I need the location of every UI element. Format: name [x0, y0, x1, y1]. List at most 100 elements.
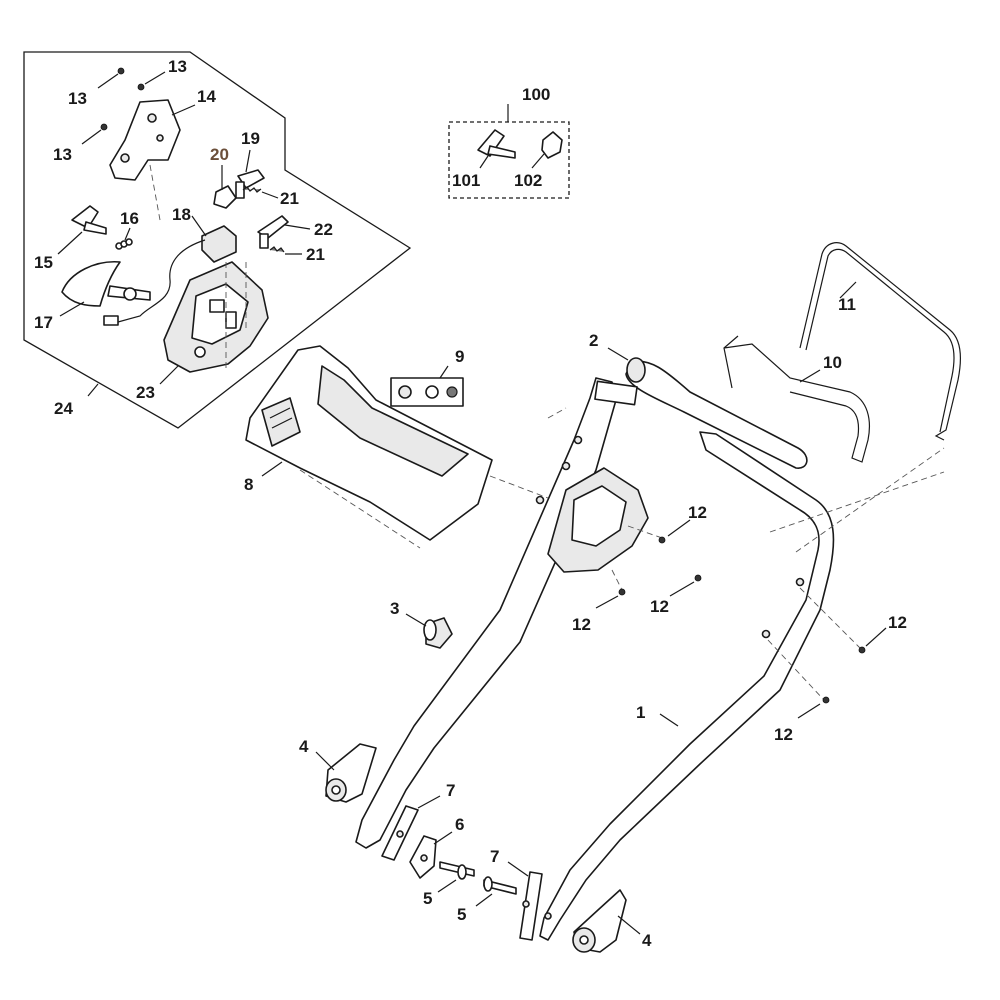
- leader-12b: [595, 595, 619, 609]
- callout-13c: 13: [53, 145, 72, 164]
- callout-22: 22: [314, 220, 333, 239]
- callout-14: 14: [197, 87, 216, 106]
- group-frame-24: [23, 51, 412, 429]
- part-102-icon: [531, 131, 563, 169]
- plate-7-icon: [381, 805, 419, 861]
- dash-line: [769, 471, 945, 533]
- callout-21b: 21: [306, 245, 325, 264]
- leader-7a: [417, 795, 441, 809]
- spring-icon: [242, 186, 285, 253]
- callout-18: 18: [172, 205, 191, 224]
- callout-12d: 12: [888, 613, 907, 632]
- screw-icon: [618, 536, 866, 704]
- callout-8: 8: [244, 475, 253, 494]
- leader-5b: [475, 893, 493, 907]
- part-101-icon: [477, 129, 516, 169]
- dash-line: [627, 525, 663, 539]
- callout-102: 102: [514, 171, 542, 190]
- callout-100: 100: [522, 85, 550, 104]
- callout-3: 3: [390, 599, 399, 618]
- callout-12e: 12: [774, 725, 793, 744]
- leader-18: [191, 215, 207, 237]
- callout-9: 9: [455, 347, 464, 366]
- bolt-icon: [483, 876, 517, 895]
- lower-handle-icon: [355, 377, 835, 941]
- callout-4b: 4: [642, 931, 652, 950]
- leader-4b: [617, 915, 641, 935]
- callout-16: 16: [120, 209, 139, 228]
- callout-2: 2: [589, 331, 598, 350]
- dash-line: [149, 164, 161, 221]
- part-17-icon: [61, 261, 151, 307]
- part-22-icon: [257, 215, 289, 249]
- leader-17: [59, 301, 85, 317]
- callout-5a: 5: [423, 889, 432, 908]
- callout-12b: 12: [572, 615, 591, 634]
- callout-12c: 12: [650, 597, 669, 616]
- callout-13b: 13: [168, 57, 187, 76]
- dash-line: [299, 469, 421, 549]
- leader-8: [261, 461, 283, 477]
- leader-13b: [144, 71, 166, 85]
- leader-22: [284, 224, 311, 230]
- drive-lever-icon: [572, 889, 627, 953]
- part-15-icon: [71, 205, 107, 235]
- switch-18-icon: [103, 225, 237, 326]
- part-3-icon: [423, 617, 453, 649]
- callout-20: 20: [210, 145, 229, 164]
- leader-2: [607, 347, 629, 361]
- callout-11: 11: [838, 295, 856, 314]
- leader-21a: [261, 191, 279, 199]
- leader-11: [839, 281, 857, 299]
- leader-23: [159, 365, 179, 385]
- callout-15: 15: [34, 253, 53, 272]
- bracket-14-icon: [109, 99, 181, 181]
- dash-line: [489, 475, 549, 499]
- callout-6: 6: [455, 815, 464, 834]
- dash-line: [795, 447, 945, 553]
- brake-bar-icon: [723, 335, 871, 463]
- callout-7a: 7: [446, 781, 455, 800]
- callout-1: 1: [636, 703, 645, 722]
- part-19-icon: [235, 169, 265, 199]
- kit-frame-100: [448, 121, 570, 199]
- callout-17: 17: [34, 313, 53, 332]
- dash-line: [547, 407, 567, 419]
- leader-13a: [97, 73, 119, 89]
- leader-14: [171, 104, 196, 116]
- leader-3: [405, 613, 427, 627]
- callout-12a: 12: [688, 503, 707, 522]
- grip-icon: [625, 357, 808, 469]
- control-box-icon: [163, 261, 269, 373]
- callout-7b: 7: [490, 847, 499, 866]
- control-box-icon: [547, 467, 649, 573]
- leader-10: [799, 369, 821, 383]
- screw-icon: [100, 67, 145, 131]
- drive-lever-icon: [325, 743, 377, 803]
- leader-24: [87, 383, 99, 397]
- callout-101: 101: [452, 171, 480, 190]
- leader-15: [57, 231, 83, 255]
- part-20-icon: [213, 185, 237, 209]
- clamp-6-icon: [409, 835, 437, 879]
- leader-9: [439, 365, 449, 379]
- bolt-icon: [439, 861, 475, 880]
- callout-23: 23: [136, 383, 155, 402]
- callout-13a: 13: [68, 89, 87, 108]
- leader-12a: [667, 519, 691, 537]
- callout-4a: 4: [299, 737, 309, 756]
- leader-4a: [315, 751, 335, 771]
- callout-21a: 21: [280, 189, 299, 208]
- callout-5b: 5: [457, 905, 466, 924]
- control-cover-icon: [245, 345, 493, 541]
- leader-7b: [507, 861, 529, 877]
- sticker-kit-icon: [390, 377, 464, 407]
- leader-6: [433, 831, 453, 845]
- leader-12d: [865, 627, 887, 647]
- callout-24: 24: [54, 399, 73, 418]
- callout-10: 10: [823, 353, 842, 372]
- leader-19: [245, 149, 251, 173]
- dash-line: [611, 569, 623, 591]
- leader-16: [124, 227, 131, 241]
